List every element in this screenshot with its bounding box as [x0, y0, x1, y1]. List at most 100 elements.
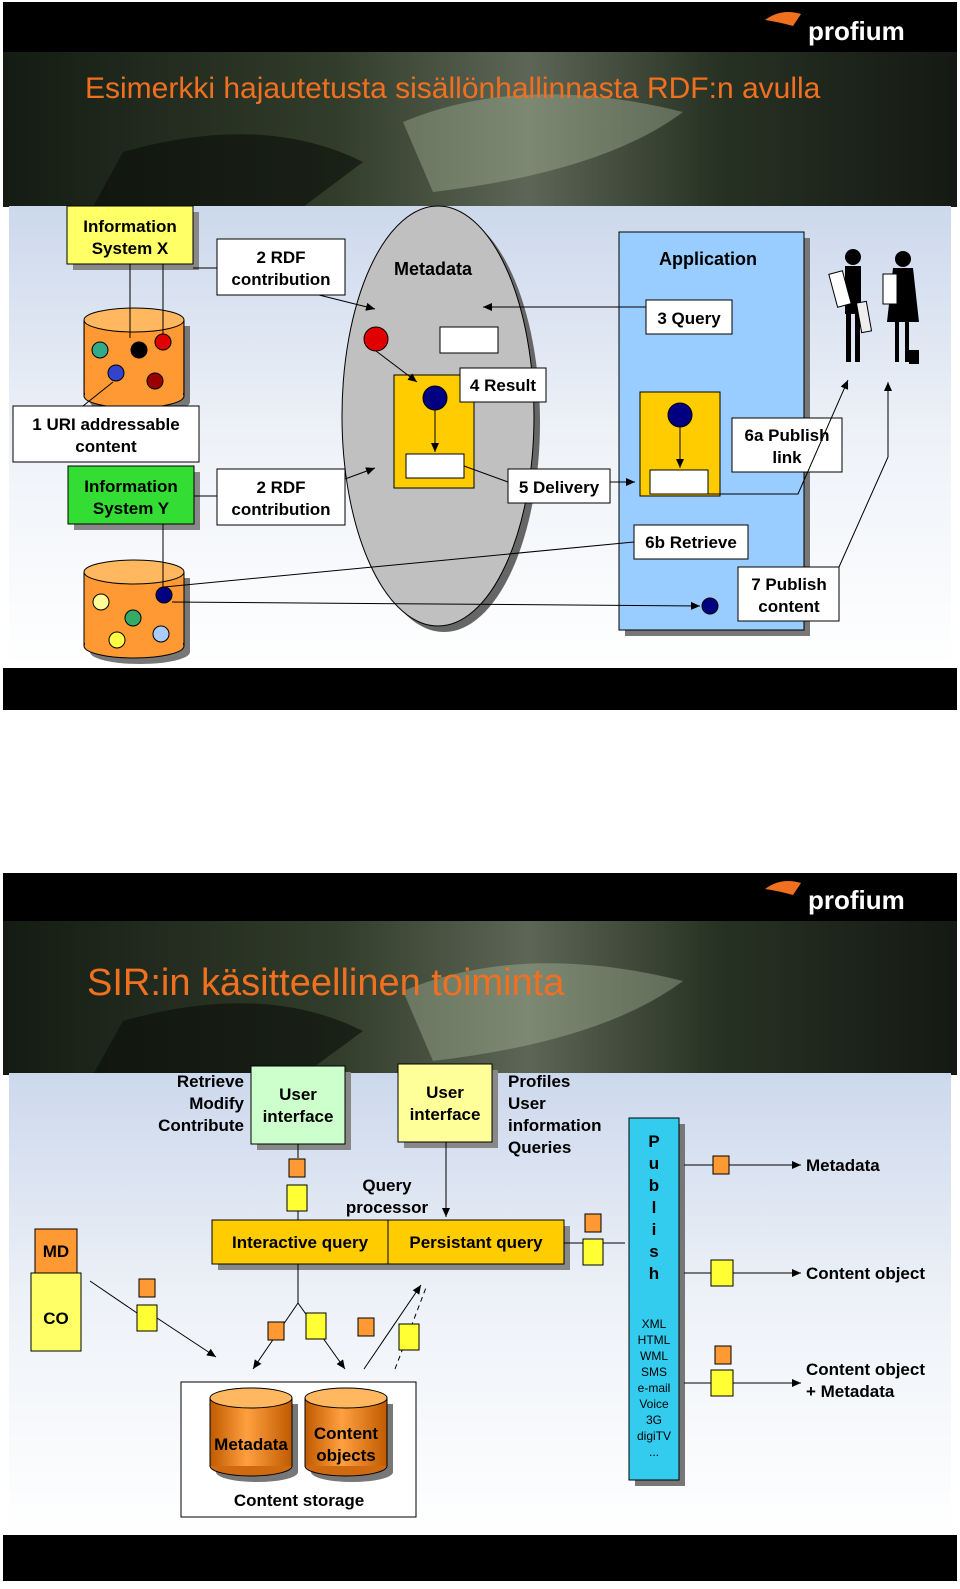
svg-text:HTML: HTML [638, 1333, 671, 1347]
content-token-icon-3 [136, 1304, 158, 1332]
user-interface-right [397, 1063, 493, 1143]
interactive-query-box [211, 1219, 389, 1265]
svg-text:u: u [649, 1154, 659, 1173]
publish-formats: XML HTML WML SMS e-mail Voice 3G digiTV … [637, 1317, 671, 1459]
publish-link-line2: link [772, 448, 802, 467]
output-combined-line2: + Metadata [806, 1382, 895, 1401]
result-box [459, 367, 547, 403]
query-box [645, 299, 733, 335]
persistant-query-label: Persistant query [409, 1233, 543, 1252]
svg-text:b: b [649, 1176, 659, 1195]
svg-text:digiTV: digiTV [637, 1429, 671, 1443]
slide-1: profium Esimerkki hajautetusta sisällönh… [3, 2, 957, 718]
svg-text:h: h [649, 1264, 659, 1283]
rdf-bottom-line1: 2 RDF [256, 478, 305, 497]
publish-content-box [737, 566, 840, 622]
rdf-contribution-bottom-box [216, 468, 346, 526]
svg-text:e-mail: e-mail [638, 1381, 671, 1395]
ui-left-line1: User [279, 1085, 317, 1104]
md-box [34, 1228, 78, 1274]
people-icon [828, 249, 919, 364]
info-system-y-line2: System Y [93, 499, 170, 518]
database-y-icon [83, 559, 190, 664]
metadata-token-icon-4 [267, 1321, 285, 1341]
output-metadata-label: Metadata [806, 1156, 880, 1175]
info-system-y-line1: Information [84, 477, 178, 496]
ui-right-line2: interface [410, 1105, 481, 1124]
metadata-token-icon [288, 1158, 306, 1178]
content-token-icon-2 [582, 1238, 604, 1266]
user-interface-left [250, 1065, 346, 1145]
persistant-query-box [387, 1219, 565, 1265]
publish-column [628, 1117, 680, 1481]
rdf-contribution-top-box [216, 238, 346, 296]
svg-text:...: ... [649, 1445, 659, 1459]
svg-text:WML: WML [640, 1349, 668, 1363]
publish-content-line1: 7 Publish [751, 575, 827, 594]
md-label: MD [43, 1242, 69, 1261]
query-processor-line1: Query [362, 1176, 412, 1195]
metadata-token-icon-6 [712, 1155, 730, 1175]
navy-node-icon-3 [701, 597, 719, 615]
output-content-object-label: Content object [806, 1264, 925, 1283]
content-objects-database-icon [304, 1387, 393, 1482]
metadata-token-icon-5 [357, 1317, 375, 1337]
uri-content-line1: 1 URI addressable [32, 415, 179, 434]
profiles-line1: Profiles [508, 1072, 570, 1091]
info-system-x-line1: Information [83, 217, 177, 236]
action-contribute: Contribute [158, 1116, 244, 1135]
storage-content-line2: objects [316, 1446, 376, 1465]
footer-band-2 [3, 1535, 957, 1581]
uri-content-box [12, 405, 200, 463]
application-label: Application [659, 249, 757, 269]
svg-text:i: i [652, 1220, 657, 1239]
rdf-top-line1: 2 RDF [256, 248, 305, 267]
info-system-x-line2: System X [92, 239, 169, 258]
metadata-token-icon-2 [584, 1213, 602, 1233]
content-token-icon [286, 1184, 308, 1212]
delivery-box [507, 468, 611, 504]
delivery-label: 5 Delivery [519, 478, 600, 497]
metadata-field [439, 326, 499, 354]
retrieve-label: 6b Retrieve [645, 533, 737, 552]
content-storage-label: Content storage [234, 1491, 364, 1510]
uri-content-line2: content [75, 437, 137, 456]
action-retrieve: Retrieve [177, 1072, 244, 1091]
action-modify: Modify [189, 1094, 244, 1113]
svg-text:3G: 3G [646, 1413, 662, 1427]
info-system-y-box [67, 465, 195, 525]
rdf-bottom-line2: contribution [231, 500, 330, 519]
content-token-icon-4 [305, 1312, 327, 1340]
navy-node-icon-2 [667, 402, 693, 428]
content-token-icon-7 [710, 1369, 734, 1397]
profium-logo-2: profium [765, 881, 905, 915]
query-processor-line2: processor [346, 1198, 429, 1217]
output-combined-line1: Content object [806, 1360, 925, 1379]
publish-link-line1: 6a Publish [744, 426, 829, 445]
metadata-token-icon-3 [138, 1278, 156, 1298]
profium-logo: profium [765, 12, 905, 46]
svg-text:Voice: Voice [639, 1397, 669, 1411]
query-label: 3 Query [657, 309, 721, 328]
slide-title-2: SIR:in käsitteellinen toiminta [87, 962, 565, 1004]
content-token-icon-5 [398, 1323, 420, 1351]
publish-letters: P u b l i s h [648, 1132, 659, 1283]
content-token-icon-6 [710, 1259, 734, 1287]
info-system-x-box [66, 205, 194, 265]
profiles-line2: User [508, 1094, 546, 1113]
svg-text:SMS: SMS [641, 1365, 667, 1379]
profiles-line3: information [508, 1116, 602, 1135]
ui-right-line1: User [426, 1083, 464, 1102]
metadata-database-icon [209, 1387, 298, 1482]
retrieve-box [633, 524, 749, 560]
result-label: 4 Result [470, 376, 536, 395]
svg-text:profium: profium [808, 16, 905, 46]
slide-2: profium SIR:in käsitteellinen toiminta R… [3, 873, 957, 1585]
storage-content-line1: Content [314, 1424, 379, 1443]
publish-link-box [731, 417, 843, 473]
metadata-label: Metadata [394, 259, 473, 279]
co-label: CO [43, 1309, 69, 1328]
svg-text:XML: XML [642, 1317, 667, 1331]
footer-band [3, 668, 957, 710]
svg-text:P: P [648, 1132, 659, 1151]
